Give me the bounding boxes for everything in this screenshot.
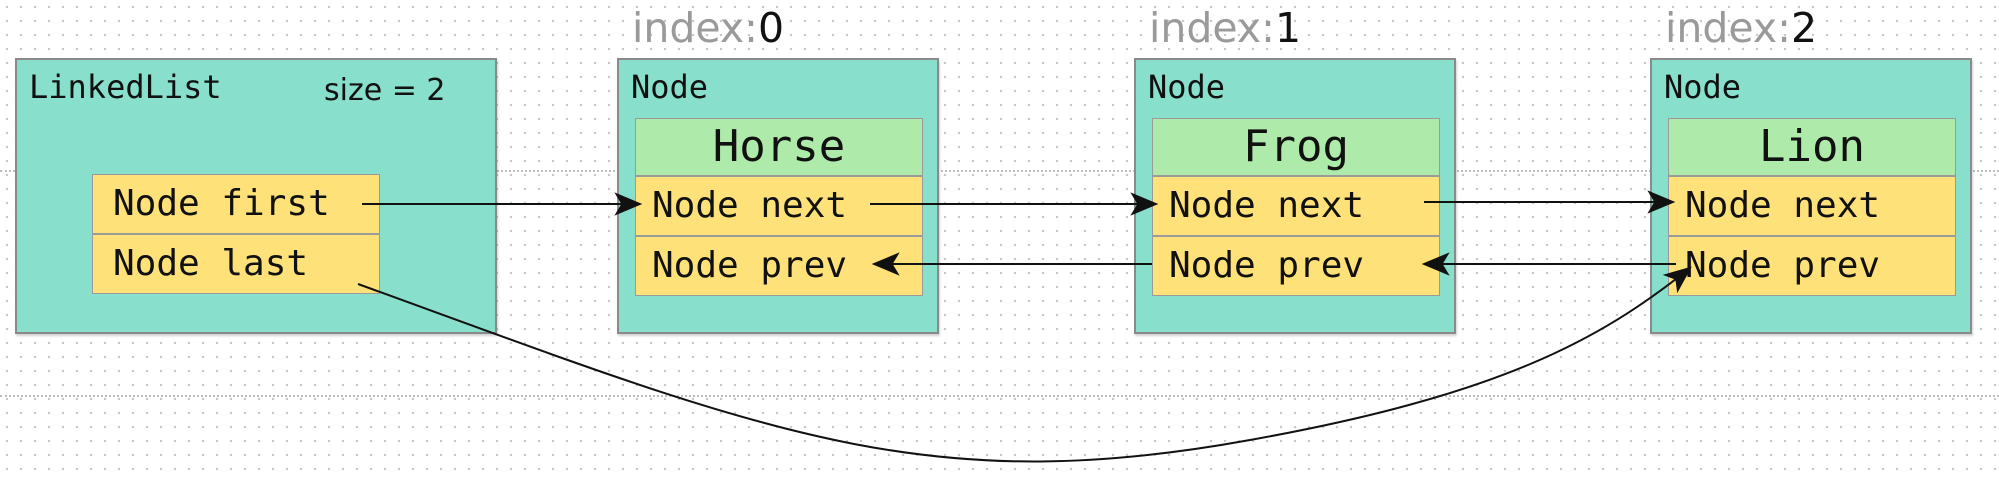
- grid-line: [0, 170, 1999, 172]
- index-label-0: index:0: [632, 4, 785, 52]
- node-title: Node: [1148, 68, 1226, 106]
- node-box-1: Node Frog Node next Node prev: [1134, 58, 1456, 334]
- node-box-0: Node Horse Node next Node prev: [617, 58, 939, 334]
- prev-field-0: Node prev: [635, 236, 923, 296]
- first-field: Node first: [92, 174, 380, 234]
- node-box-2: Node Lion Node next Node prev: [1650, 58, 1972, 334]
- last-to-node2-arrow: [357, 266, 1692, 463]
- linkedlist-title: LinkedList: [29, 68, 222, 106]
- grid-line: [0, 395, 1999, 397]
- index-label-1: index:1: [1149, 4, 1302, 52]
- prev-field-1: Node prev: [1152, 236, 1440, 296]
- next-field-2: Node next: [1668, 176, 1956, 236]
- linkedlist-box: LinkedList size = 2 Node first Node last: [15, 58, 497, 334]
- node-title: Node: [631, 68, 709, 106]
- next-field-0: Node next: [635, 176, 923, 236]
- prev-field-2: Node prev: [1668, 236, 1956, 296]
- size-label: size = 2: [324, 73, 446, 108]
- index-label-2: index:2: [1665, 4, 1818, 52]
- node-value-0: Horse: [635, 118, 923, 176]
- node-title: Node: [1664, 68, 1742, 106]
- next-field-1: Node next: [1152, 176, 1440, 236]
- node-value-2: Lion: [1668, 118, 1956, 176]
- last-field: Node last: [92, 234, 380, 294]
- node-value-1: Frog: [1152, 118, 1440, 176]
